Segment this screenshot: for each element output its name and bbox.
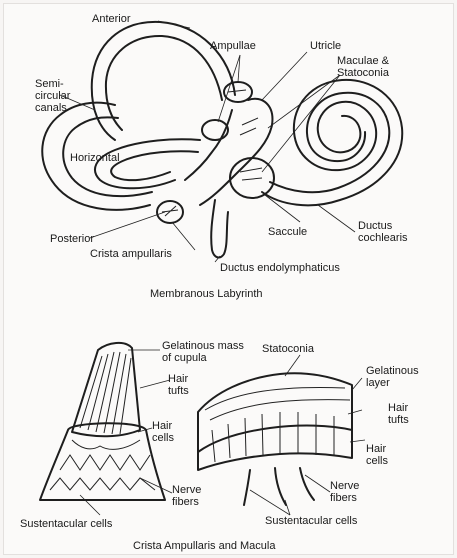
label-crista-ampullaris: Crista ampullaris (90, 248, 172, 260)
label-hair-tufts-left: Hair tufts (168, 373, 189, 397)
label-ductus-endolymphaticus: Ductus endolymphaticus (220, 262, 340, 274)
caption-crista-macula: Crista Ampullaris and Macula (133, 540, 275, 552)
label-gelatinous-cupula: Gelatinous mass of cupula (162, 340, 244, 364)
semicircular-canals (42, 22, 252, 223)
crista-ampullaris-drawing (40, 343, 165, 500)
label-semicircular-canals: Semi- circular canals (35, 78, 70, 114)
label-ductus-cochlearis: Ductus cochlearis (358, 220, 408, 244)
labyrinth-leader-lines (60, 21, 355, 262)
label-nerve-fibers-right: Nerve fibers (330, 480, 359, 504)
label-utricle: Utricle (310, 40, 341, 52)
label-posterior: Posterior (50, 233, 94, 245)
label-nerve-fibers-left: Nerve fibers (172, 484, 201, 508)
label-horizontal: Horizontal (70, 152, 120, 164)
macula-drawing (198, 373, 352, 505)
label-anterior: Anterior (92, 13, 131, 25)
label-hair-cells-right: Hair cells (366, 443, 388, 467)
ductus-endolymphaticus-drawing (211, 200, 228, 257)
cochlear-duct (262, 80, 402, 205)
label-ampullae: Ampullae (210, 40, 256, 52)
label-sustentacular-cells-right: Sustentacular cells (265, 515, 357, 527)
label-hair-tufts-right: Hair tufts (388, 402, 409, 426)
label-statoconia: Statoconia (262, 343, 314, 355)
label-sustentacular-cells-left: Sustentacular cells (20, 518, 112, 530)
label-hair-cells-left: Hair cells (152, 420, 174, 444)
saccule-body (230, 158, 274, 198)
label-maculae-statoconia: Maculae & Statoconia (337, 55, 389, 79)
label-gelatinous-layer: Gelatinous layer (366, 365, 419, 389)
label-saccule: Saccule (268, 226, 307, 238)
caption-membranous-labyrinth: Membranous Labyrinth (150, 288, 263, 300)
